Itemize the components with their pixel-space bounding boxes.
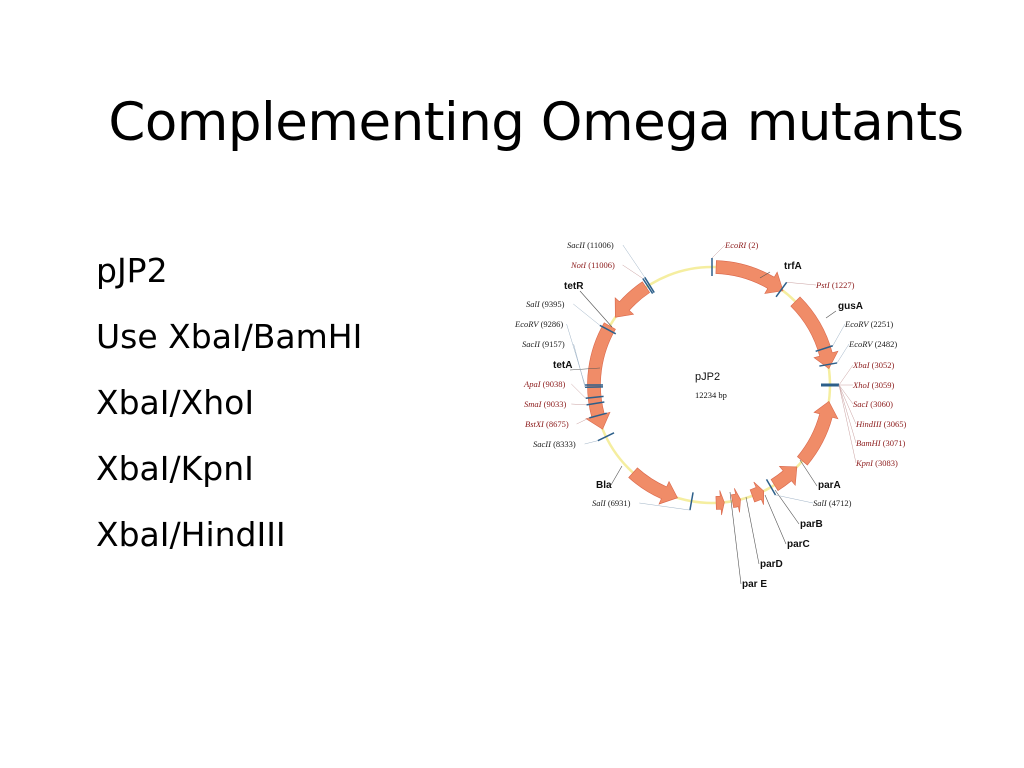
- gene-label: trfA: [784, 261, 802, 272]
- site-label: BamHI (3071): [856, 438, 906, 448]
- site-tick: [819, 362, 838, 367]
- site-tick: [585, 395, 604, 400]
- site-label: ApaI (9038): [523, 379, 565, 389]
- site-label: XhoI (3059): [852, 380, 894, 390]
- site-label: SacII (11006): [567, 240, 614, 250]
- site-label: SalI (4712): [813, 498, 852, 508]
- site-label: XbaI (3052): [852, 360, 894, 370]
- gene-arrow: [731, 488, 741, 513]
- gene-arrow: [585, 322, 616, 430]
- site-label: SacI (3060): [853, 399, 893, 409]
- gene-label: parD: [760, 559, 783, 570]
- site-label: HindIII (3065): [855, 419, 906, 429]
- site-label: KpnI (3083): [855, 458, 898, 468]
- leader-line: [838, 384, 857, 464]
- gene-label: tetA: [553, 360, 572, 371]
- site-tick: [599, 324, 617, 335]
- leader-line: [838, 384, 854, 405]
- gene-label: parC: [787, 539, 810, 550]
- leader-line: [639, 502, 690, 511]
- gene-arrow: [749, 481, 765, 505]
- bullet-item: pJP2: [96, 251, 168, 290]
- gene-arrow: [614, 281, 651, 318]
- site-tick: [815, 345, 834, 353]
- leader-line: [584, 440, 598, 445]
- site-tick: [642, 278, 654, 294]
- leader-line: [745, 496, 760, 565]
- bullet-item: XbaI/HindIII: [96, 515, 286, 554]
- gene-label: Bla: [596, 480, 612, 491]
- site-tick: [689, 492, 694, 511]
- leader-line: [622, 244, 645, 278]
- site-tick: [586, 401, 605, 406]
- leader-line: [610, 465, 623, 486]
- leader-line: [622, 264, 643, 279]
- gene-arrow: [715, 490, 725, 516]
- site-label: EcoRV (9286): [514, 319, 563, 329]
- bullet-item: XbaI/KpnI: [96, 449, 254, 488]
- leader-line: [571, 383, 586, 399]
- bullet-item: XbaI/XhoI: [96, 383, 255, 422]
- gene-label: parB: [800, 519, 823, 530]
- gene-arrow: [796, 400, 839, 466]
- leader-line: [838, 384, 857, 444]
- site-label: SalI (9395): [526, 299, 565, 309]
- site-label: EcoRI (2): [724, 240, 758, 250]
- bullet-item: Use XbaI/BamHI: [96, 317, 363, 356]
- leader-line: [569, 367, 601, 371]
- gene-label: tetR: [564, 281, 584, 292]
- site-label: SalI (6931): [592, 498, 631, 508]
- leader-line: [838, 384, 857, 425]
- bullet-list: pJP2 Use XbaI/BamHI XbaI/XhoI XbaI/KpnI …: [96, 238, 362, 568]
- site-tick: [775, 281, 788, 298]
- site-label: NotI (11006): [570, 260, 615, 270]
- gene-label: par E: [742, 579, 767, 590]
- site-label: EcoRV (2251): [844, 319, 893, 329]
- leader-line: [571, 403, 587, 406]
- leader-line: [832, 323, 846, 346]
- leader-line: [775, 494, 814, 504]
- site-label: EcoRV (2482): [848, 339, 897, 349]
- gene-label: parA: [818, 480, 841, 491]
- plasmid-size: 12234 bp: [695, 390, 727, 400]
- site-tick: [597, 432, 615, 442]
- site-label: SacII (8333): [533, 439, 576, 449]
- leader-line: [576, 417, 590, 425]
- leader-line: [799, 459, 818, 487]
- leader-line: [573, 303, 601, 326]
- slide-title: Complementing Omega mutants: [108, 92, 964, 153]
- gene-label: gusA: [838, 301, 863, 312]
- site-label: SmaI (9033): [524, 399, 566, 409]
- site-label: SacII (9157): [522, 339, 565, 349]
- leader-line: [838, 364, 854, 386]
- site-tick: [765, 479, 777, 496]
- site-label: PstI (1227): [815, 280, 855, 290]
- leader-line: [729, 491, 742, 585]
- gene-arrow: [628, 467, 678, 505]
- gene-arrow: [715, 260, 784, 294]
- leader-line: [566, 323, 586, 386]
- gene-arrow: [790, 296, 839, 370]
- leader-line: [786, 282, 817, 286]
- leader-line: [774, 489, 800, 525]
- gene-arrow: [770, 465, 798, 491]
- leader-line: [825, 310, 837, 319]
- site-tick: [589, 412, 607, 419]
- site-label: BstXI (8675): [525, 419, 569, 429]
- leader-line: [579, 290, 613, 328]
- leader-line: [836, 343, 850, 364]
- site-tick: [644, 276, 655, 293]
- leader-line: [764, 494, 787, 545]
- leader-line: [711, 244, 726, 259]
- plasmid-name: pJP2: [695, 371, 720, 383]
- leader-line: [759, 271, 771, 279]
